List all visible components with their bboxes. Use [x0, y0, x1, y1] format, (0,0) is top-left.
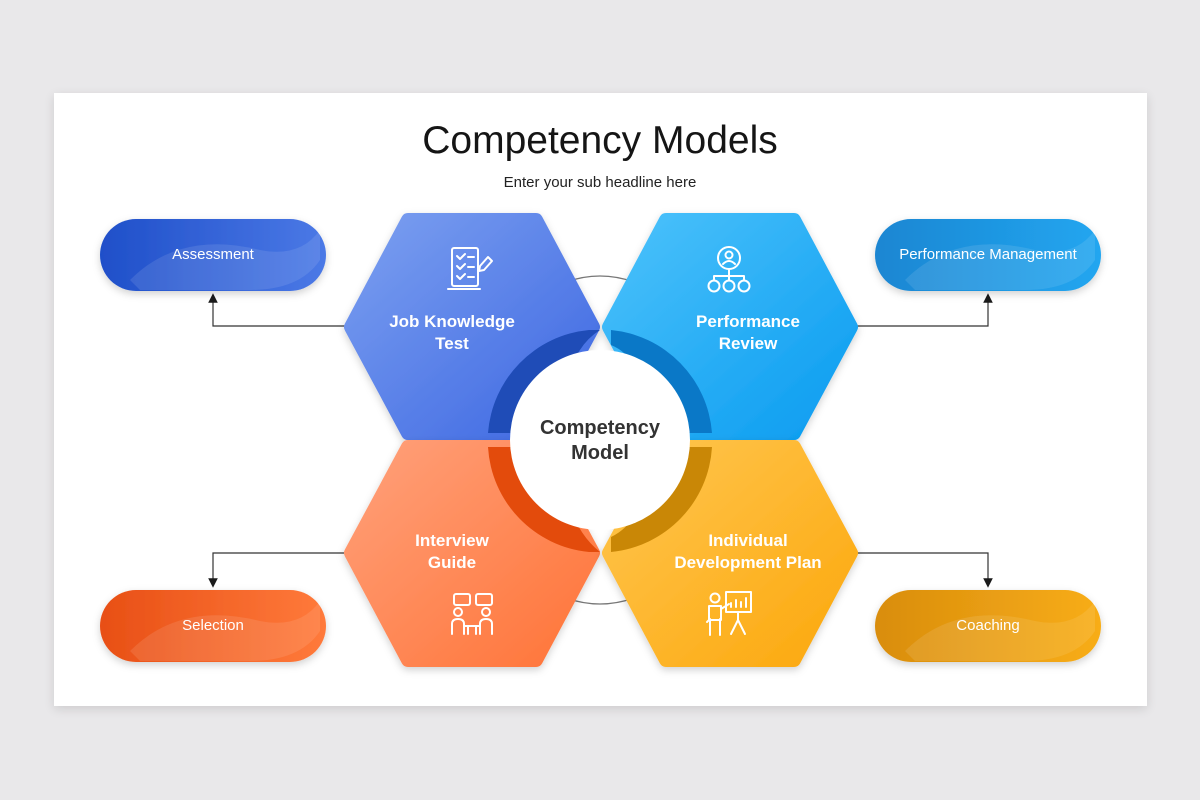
hexagon-label-line: Review: [718, 334, 778, 353]
center-label: Competency Model: [520, 416, 680, 466]
pill-coaching: [875, 590, 1101, 662]
center-ring: [488, 330, 712, 552]
pill-label-selection: Selection: [182, 617, 244, 634]
presenter-board-icon: [706, 591, 752, 636]
hexagon-label-line: Job Knowledge: [389, 312, 515, 331]
pill-performance-management: [875, 219, 1101, 291]
hexagon-label-line: Development Plan: [674, 553, 822, 572]
connector-lines: [208, 275, 993, 605]
connector-coaching: [850, 552, 993, 588]
pill-assessment: [100, 219, 326, 291]
center-circle: [510, 350, 690, 530]
pill-label-coaching: Coaching: [956, 617, 1020, 634]
page-subtitle: Enter your sub headline here: [503, 174, 697, 191]
connector-selection: [208, 552, 352, 588]
center-label-line: Model: [571, 442, 629, 464]
conversation-people-icon: [451, 593, 493, 635]
hexagon-label-line: Guide: [427, 553, 477, 572]
hexagon-label-performance-review: Performance Review: [668, 311, 828, 355]
hexagon-label-job-knowledge-test: Job Knowledge Test: [372, 311, 532, 355]
hexagon-label-line: Interview: [415, 531, 489, 550]
pill-selection: [100, 590, 326, 662]
center-label-line: Competency: [539, 417, 661, 439]
pill-label-assessment: Assessment: [172, 246, 254, 263]
page-title: Competency Models: [422, 119, 778, 162]
pill-label-performance-management: Performance Management: [899, 246, 1077, 263]
connector-assessment: [208, 293, 352, 327]
hexagon-label-interview-guide: Interview Guide: [372, 530, 532, 574]
hexagon-label-line: Test: [435, 334, 469, 353]
hexagon-label-line: Individual: [708, 531, 788, 550]
hexagon-label-line: Performance: [696, 312, 800, 331]
connector-performance-management: [850, 293, 993, 327]
checklist-pen-icon: [447, 247, 493, 290]
hexagon-label-individual-development-plan: Individual Development Plan: [658, 530, 838, 574]
org-chart-person-icon: [707, 246, 751, 293]
